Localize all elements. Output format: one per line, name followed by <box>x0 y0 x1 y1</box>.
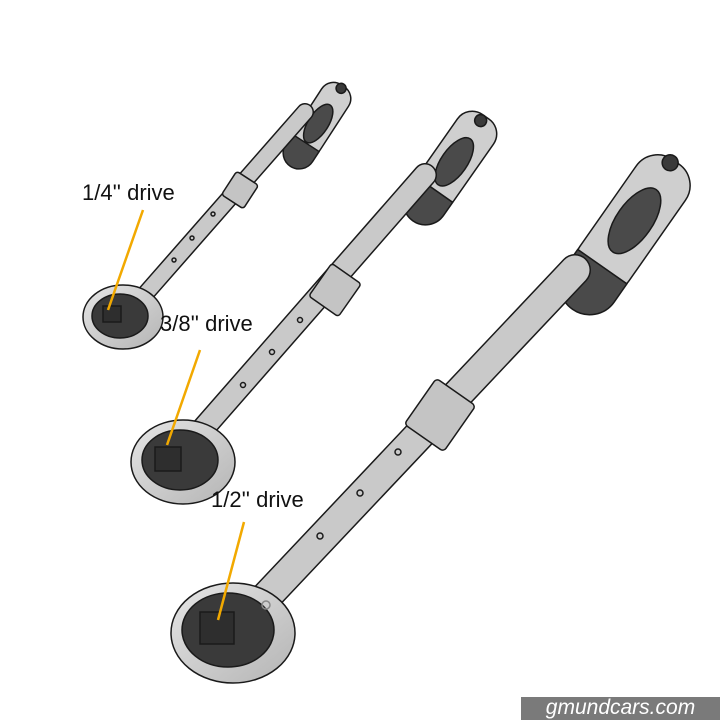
watermark: gmundcars.com <box>521 697 720 720</box>
ratchet-three-eighths-inch <box>130 110 498 505</box>
label-half-inch-drive: 1/2'' drive <box>211 487 304 512</box>
leader-line-quarter <box>106 209 145 311</box>
leader-line-three-eighths <box>165 349 202 446</box>
label-three-eighths-inch-drive: 3/8'' drive <box>160 311 253 336</box>
leader-line-half <box>216 521 246 621</box>
ratchet-half-inch <box>170 154 691 684</box>
ratchet-quarter-inch <box>82 81 352 350</box>
label-quarter-inch-drive: 1/4'' drive <box>82 180 175 205</box>
